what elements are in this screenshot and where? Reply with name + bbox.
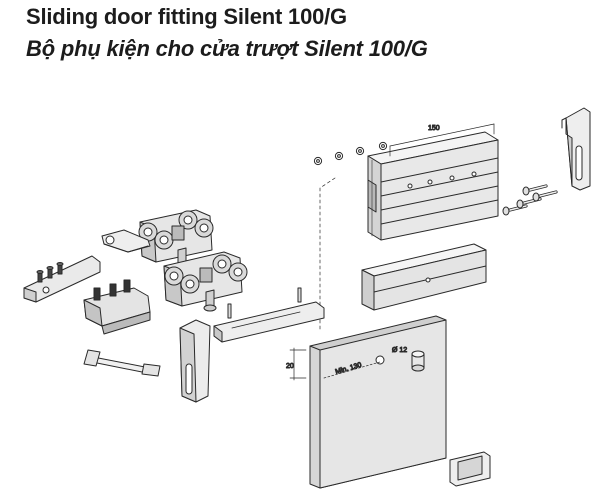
clamp-block (83, 279, 151, 335)
door-stopper (411, 350, 425, 372)
door-panel (309, 315, 447, 489)
rail-length-dimension (389, 123, 495, 157)
rail-length-label: 150 (428, 125, 440, 132)
spanner-tool (83, 349, 161, 377)
track-end-cap (561, 107, 591, 191)
vertical-bracket (179, 319, 211, 403)
track-nuts (313, 141, 388, 166)
guide-rail-piece (213, 287, 325, 343)
assembly-guide-line (319, 177, 336, 331)
glass-clamp-profile (361, 243, 487, 311)
damper-unit (23, 255, 101, 303)
page-subtitle: Bộ phụ kiện cho cửa trượt Silent 100/G (26, 36, 428, 61)
aluminium-track (367, 131, 499, 241)
floor-guide (449, 451, 491, 487)
release-lever (101, 229, 151, 253)
roller-carriage-lower (163, 251, 248, 312)
hole-diameter-label: Ø 12 (392, 347, 407, 354)
door-height-dimension (289, 347, 307, 381)
track-screws (502, 184, 558, 216)
roller-carriage-upper (138, 209, 214, 274)
page-title: Sliding door fitting Silent 100/G (26, 4, 347, 29)
door-height-label: 20 (286, 363, 294, 370)
